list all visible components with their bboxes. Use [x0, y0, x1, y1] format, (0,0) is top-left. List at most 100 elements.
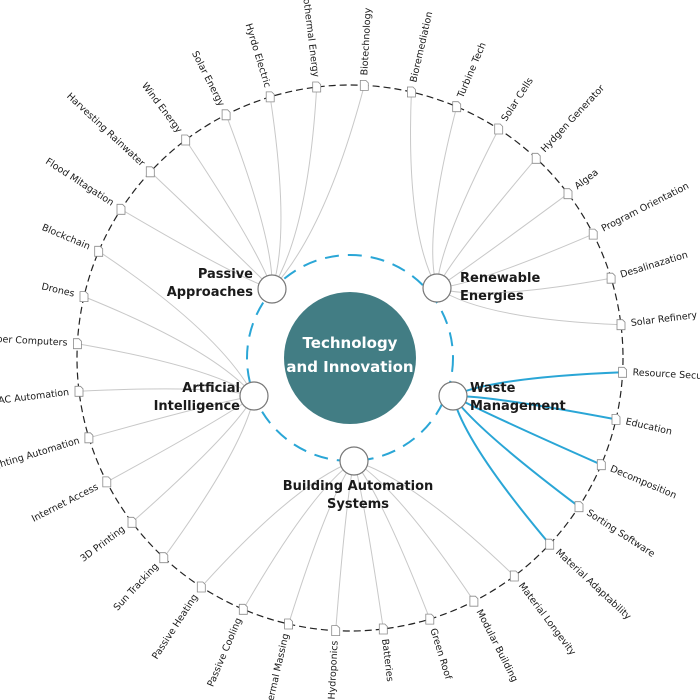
- document-icon: [452, 101, 462, 113]
- document-icon: [238, 603, 248, 615]
- leaf-batteries: Batteries: [378, 623, 395, 682]
- hub-node: [257, 274, 287, 304]
- document-icon: [312, 81, 322, 93]
- hub-label-line-2: Systems: [327, 497, 389, 512]
- leaf-hyrdo-electric: Hyrdo Electric: [243, 22, 275, 103]
- leaf-label: Program Orientation: [600, 181, 691, 235]
- document-icon: [79, 291, 89, 302]
- leaf-label: Sun Tracking: [112, 561, 161, 613]
- document-icon: [159, 552, 169, 564]
- document-icon: [618, 366, 627, 378]
- leaf-material-adaptability: Material Adaptability: [545, 538, 633, 623]
- document-icon: [563, 188, 573, 200]
- leaf-label: Desalinazation: [619, 250, 689, 281]
- document-icon: [574, 501, 584, 513]
- leaf-label: Drones: [40, 281, 75, 299]
- leaf-label: Bioremediation: [408, 11, 435, 84]
- document-icon: [94, 245, 104, 257]
- leaf-super-computers: Super Computers: [0, 333, 82, 350]
- leaf-label: Resource Security: [632, 367, 700, 382]
- leaf-thermal-massing: Thermal Massing: [263, 618, 293, 700]
- leaf-solar-energy: Solar Energy: [189, 49, 231, 121]
- edge-biotechnology: [271, 85, 365, 290]
- edge-hydgen-generator: [436, 157, 537, 289]
- leaf-label: Internet Access: [30, 482, 100, 525]
- edge-blockchain: [98, 250, 255, 397]
- leaf-label: Algea: [573, 167, 601, 192]
- hub-node: [239, 381, 269, 411]
- leaf-wind-energy: Wind Energy: [139, 81, 191, 146]
- leaf-label: Modular Building: [474, 608, 520, 684]
- leaf-program-orientation: Program Orientation: [588, 181, 691, 240]
- leaf-label: Geothermal Energy: [299, 0, 321, 78]
- leaf-label: Material Longevity: [516, 581, 578, 658]
- edge-passive-heating: [200, 460, 355, 588]
- leaf-label: Lighting Automation: [0, 435, 81, 474]
- leaf-label: Education: [624, 416, 673, 437]
- leaf-hydgen-generator: Hydgen Generator: [531, 83, 607, 164]
- document-icon: [611, 414, 621, 425]
- leaf-hvac-automation: HVAC Automation: [0, 385, 84, 408]
- leaf-blockchain: Blockchain: [40, 222, 104, 257]
- leaf-label: Wind Energy: [139, 81, 184, 136]
- leaf-label: Flood Mitagation: [43, 156, 115, 208]
- edge-geothermal-energy: [271, 86, 318, 290]
- edge-turbine-tech: [432, 106, 458, 289]
- leaf-label: Passive Cooling: [206, 616, 245, 688]
- leaf-biotechnology: Biotechnology: [359, 7, 374, 91]
- leaf-green-roof: Green Roof: [425, 613, 454, 681]
- document-icon: [425, 613, 435, 625]
- leaf-label: Harvesting Rainwater: [64, 91, 147, 169]
- leaf-passive-heating: Passive Heating: [150, 581, 206, 662]
- hub-label-line-1: Passive: [198, 267, 253, 282]
- document-icon: [606, 272, 616, 284]
- hub-label-line-2: Management: [470, 399, 566, 414]
- leaf-label: Solar Refinery: [630, 310, 698, 329]
- leaf-geothermal-energy: Geothermal Energy: [299, 0, 322, 93]
- document-icon: [509, 570, 519, 582]
- hub-label-line-1: Renewable: [460, 271, 540, 286]
- leaf-internet-access: Internet Access: [30, 476, 112, 525]
- document-icon: [196, 581, 206, 593]
- document-icon: [596, 459, 606, 471]
- hub-node: [438, 381, 468, 411]
- leaf-label: Decomposition: [608, 464, 678, 502]
- document-icon: [84, 432, 94, 444]
- leaf-education: Education: [611, 414, 673, 438]
- document-icon: [531, 152, 541, 164]
- leaf-label: Thermal Massing: [263, 632, 292, 700]
- document-icon: [181, 134, 191, 146]
- leaf-label: 3D Printing: [78, 524, 127, 565]
- leaf-drones: Drones: [40, 281, 89, 302]
- document-icon: [145, 166, 155, 178]
- hub-label-line-1: Artficial: [182, 381, 240, 396]
- edge-drones: [83, 296, 255, 397]
- leaf-sun-tracking: Sun Tracking: [112, 552, 169, 613]
- leaf-label: Sorting Software: [584, 507, 656, 559]
- leaf-passive-cooling: Passive Cooling: [206, 603, 248, 689]
- leaf-desalinazation: Desalinazation: [606, 250, 689, 284]
- document-icon: [469, 595, 479, 607]
- edge-solar-cells: [436, 128, 500, 289]
- outer-ring: [76, 84, 624, 632]
- leaf-label: Solar Cells: [499, 76, 535, 124]
- leaf-label: Blockchain: [40, 222, 92, 252]
- document-icon: [102, 476, 112, 488]
- leaf-label: Passive Heating: [150, 592, 200, 661]
- document-icon: [378, 623, 388, 635]
- edge-material-adaptability: [452, 395, 551, 545]
- leaf-label: Material Adaptability: [553, 547, 633, 623]
- edge-sun-tracking: [163, 395, 255, 558]
- center-title-line-2: and Innovation: [286, 358, 413, 376]
- leaf-resource-security: Resource Security: [618, 366, 700, 383]
- hub-label-line-2: Energies: [460, 289, 524, 304]
- document-icon: [284, 618, 293, 630]
- edge-hyrdo-electric: [269, 96, 282, 290]
- leaf-label: Solar Energy: [189, 49, 226, 108]
